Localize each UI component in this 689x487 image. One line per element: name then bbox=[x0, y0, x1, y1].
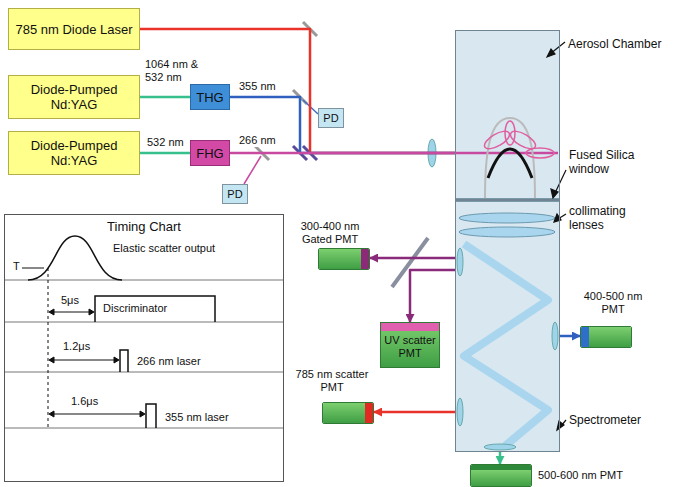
annotation-label: Elastic scatter output bbox=[112, 242, 216, 255]
annotation-label: T bbox=[12, 260, 21, 273]
discriminator-pulse bbox=[95, 296, 215, 322]
beam-connector bbox=[374, 411, 455, 414]
annotation-label: 355 nm bbox=[238, 80, 277, 93]
laser-pulse bbox=[146, 404, 156, 428]
pmt-window bbox=[361, 249, 369, 269]
timing-baselines bbox=[5, 280, 283, 428]
node-text: THG bbox=[196, 90, 223, 105]
node-text: Aerosol Chamber bbox=[568, 37, 686, 51]
laser-box: Diode-Pumped Nd:YAG bbox=[8, 131, 140, 175]
aerosol-tube bbox=[485, 118, 535, 198]
aerosol-chamber: Aerosol Chamber bbox=[455, 30, 560, 200]
pmt-body bbox=[580, 326, 632, 348]
pmt-tube bbox=[471, 470, 531, 486]
pmt: 300-400 nm Gated PMT bbox=[290, 220, 370, 270]
pmt-window bbox=[381, 323, 439, 331]
node-text: 500-600 nm PMT bbox=[538, 469, 623, 482]
laser-pulse bbox=[120, 350, 128, 372]
beam-connector bbox=[410, 270, 455, 322]
pmt: 500-600 nm PMT bbox=[470, 464, 630, 487]
annotation-label: 1.6μs bbox=[70, 395, 99, 408]
spectrometer: Spectrometer bbox=[455, 200, 560, 452]
chamber-fill bbox=[455, 30, 560, 200]
photodiode: PD bbox=[222, 184, 248, 204]
beam-connector bbox=[499, 452, 502, 464]
pmt: 785 nm scatter PMT bbox=[290, 368, 374, 424]
side-lens bbox=[552, 322, 558, 350]
laser-box: Diode-Pumped Nd:YAG bbox=[8, 75, 140, 119]
annotation-label: 266 nm laser bbox=[136, 355, 202, 368]
beam-connector bbox=[370, 257, 455, 260]
pmt: UV scatter PMT bbox=[380, 322, 440, 368]
node-text: 785 nm Diode Laser bbox=[15, 22, 132, 37]
pmt-body bbox=[318, 248, 370, 270]
annotation-label: 5μs bbox=[60, 294, 80, 307]
collimating-lens bbox=[459, 213, 555, 223]
pmt-window bbox=[365, 403, 373, 423]
laser-box: 785 nm Diode Laser bbox=[8, 8, 140, 50]
spectrometer-beam bbox=[464, 244, 548, 446]
pd-feed bbox=[244, 156, 261, 184]
node-text: Diode-Pumped Nd:YAG bbox=[13, 138, 135, 168]
beam bbox=[455, 152, 558, 155]
pmt-tube bbox=[589, 327, 631, 347]
collimating-lens bbox=[459, 227, 555, 237]
spectrometer-fill bbox=[455, 200, 560, 452]
annotation-label: 532 nm bbox=[146, 136, 185, 149]
annotation-label: 266 nm bbox=[238, 134, 277, 147]
pmt-tube bbox=[319, 249, 361, 269]
beam-connector bbox=[560, 335, 580, 338]
beam-connector bbox=[140, 29, 455, 153]
pmt-body bbox=[470, 464, 532, 487]
pmt-window bbox=[581, 327, 589, 347]
side-lens bbox=[484, 444, 516, 450]
node-text: PD bbox=[323, 112, 338, 124]
node-text: Spectrometer bbox=[569, 413, 687, 427]
node-text: PD bbox=[227, 188, 242, 200]
side-lens bbox=[457, 248, 463, 276]
annotation-label: 1.2μs bbox=[62, 340, 91, 353]
harmonic-box: THG bbox=[190, 84, 230, 110]
trigger-line bbox=[48, 268, 49, 430]
node-text: 300-400 nm Gated PMT bbox=[290, 220, 370, 246]
harmonic-box: FHG bbox=[190, 140, 230, 166]
photodiode: PD bbox=[318, 108, 344, 128]
node-text: Diode-Pumped Nd:YAG bbox=[13, 82, 135, 112]
pmt-body bbox=[322, 402, 374, 424]
annotation-label: 1064 nm & 532 nm bbox=[144, 58, 204, 84]
node-text: UV scatter PMT bbox=[381, 334, 439, 360]
annotation-label: Fused Silica window bbox=[568, 148, 650, 176]
annotation-label: Discriminator bbox=[102, 302, 168, 315]
beam-connector bbox=[230, 152, 455, 155]
node-text: FHG bbox=[196, 146, 223, 161]
annotation-label: collimating lenses bbox=[568, 204, 650, 232]
beam-connector bbox=[140, 152, 190, 155]
beam-connector bbox=[230, 97, 455, 153]
pmt-tube bbox=[323, 403, 365, 423]
delay-arrows bbox=[49, 309, 145, 417]
side-lens bbox=[457, 398, 463, 426]
annotation-label: 355 nm laser bbox=[164, 411, 230, 424]
leader-arrows bbox=[547, 42, 566, 430]
threshold-tick bbox=[22, 268, 44, 269]
elastic-pulse bbox=[28, 236, 122, 280]
node-text: 785 nm scatter PMT bbox=[290, 368, 374, 394]
node-text: Timing Chart bbox=[107, 219, 181, 234]
pmt: 400-500 nm PMT bbox=[580, 290, 646, 348]
node-text: 400-500 nm PMT bbox=[580, 290, 646, 316]
scatter-lobes bbox=[482, 121, 554, 158]
beam-connector bbox=[140, 96, 190, 99]
